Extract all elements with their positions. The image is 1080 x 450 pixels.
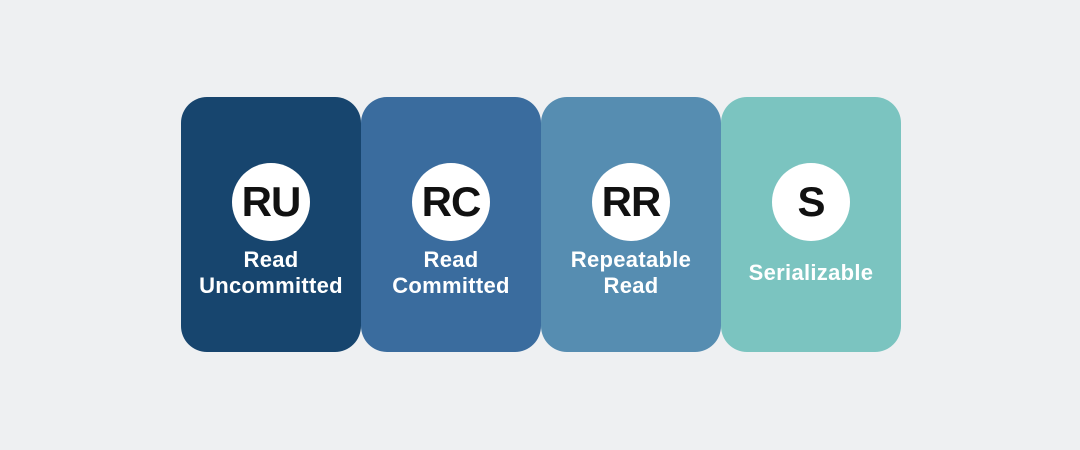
read-committed-badge-circle: RC xyxy=(412,163,490,241)
card-read-uncommitted: RU Read Uncommitted xyxy=(181,97,361,352)
read-uncommitted-abbr: RU xyxy=(241,178,302,225)
repeatable-read-badge-circle: RR xyxy=(592,163,670,241)
repeatable-read-label: Repeatable Read xyxy=(570,247,692,298)
card-read-committed: RC Read Committed xyxy=(361,97,541,352)
read-committed-abbr: RC xyxy=(421,178,482,225)
read-committed-label: Read Committed xyxy=(392,247,510,298)
serializable-label: Serializable xyxy=(748,260,874,285)
serializable-badge-circle: S xyxy=(772,163,850,241)
serializable-abbr: S xyxy=(797,178,825,225)
isolation-levels-row: RU Read Uncommitted RC Read Committed RR… xyxy=(181,97,901,352)
read-uncommitted-label: Read Uncommitted xyxy=(199,247,343,298)
repeatable-read-abbr: RR xyxy=(601,178,662,225)
read-uncommitted-badge-circle: RU xyxy=(232,163,310,241)
card-repeatable-read: RR Repeatable Read xyxy=(541,97,721,352)
card-serializable: S Serializable xyxy=(721,97,901,352)
